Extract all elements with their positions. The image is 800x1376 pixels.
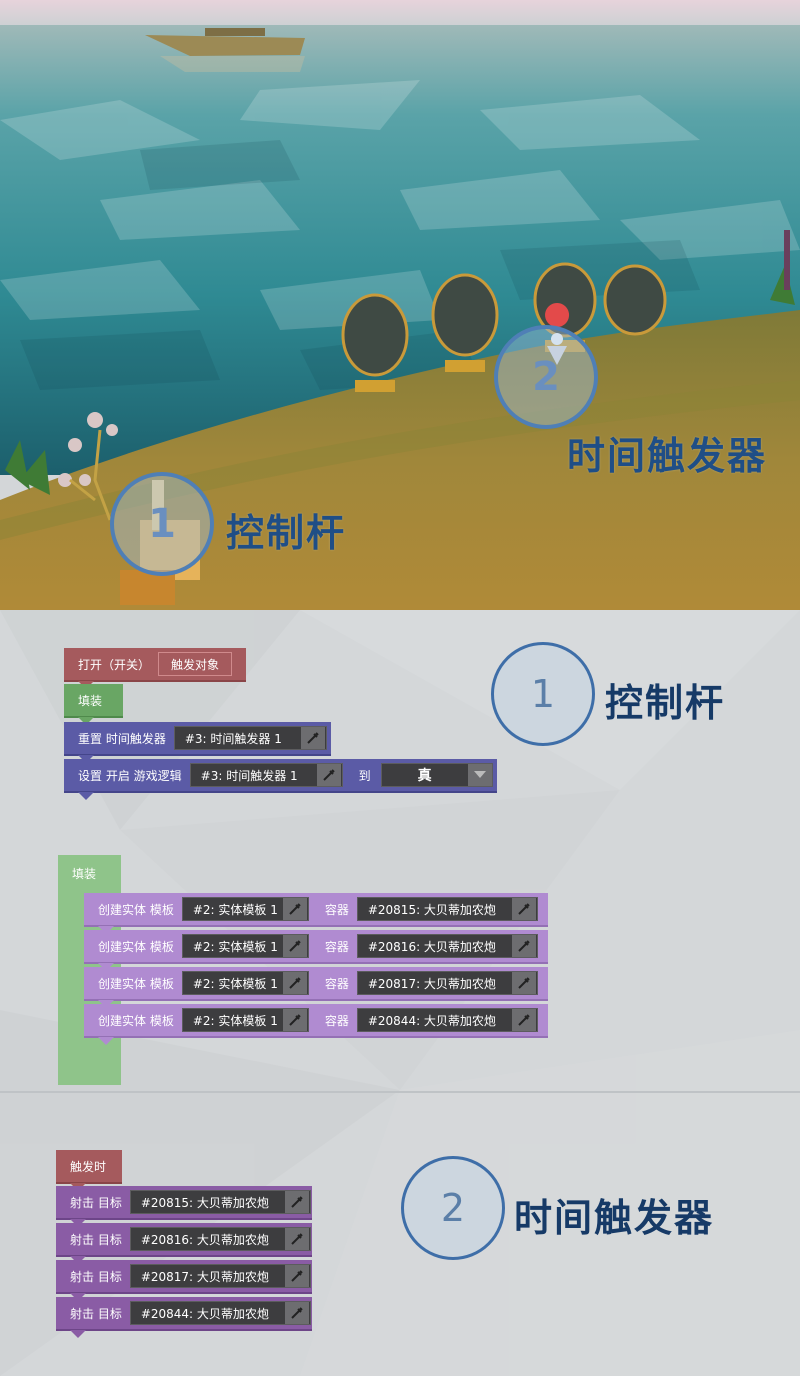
game-scene: 1 2 控制杆 时间触发器 xyxy=(0,0,800,610)
scene-marker-2-number: 2 xyxy=(532,354,560,400)
reset-timer-value: #3: 时间触发器 1 xyxy=(184,731,282,746)
section1-title: 控制杆 xyxy=(605,681,726,725)
section1-circle-number: 1 xyxy=(530,672,556,716)
template-field[interactable]: #2: 实体模板 1 xyxy=(181,934,309,958)
create-entity-label: 创建实体 模板 xyxy=(98,902,174,917)
fire-target-block[interactable]: 射击 目标 #20815: 大贝蒂加农炮 xyxy=(56,1186,312,1227)
template-value: #2: 实体模板 1 xyxy=(192,939,278,954)
eyedropper-icon[interactable] xyxy=(284,1302,309,1324)
fire-target-value: #20815: 大贝蒂加农炮 xyxy=(140,1195,269,1210)
on-trigger-block[interactable]: 触发时 xyxy=(56,1150,122,1191)
container-field[interactable]: #20844: 大贝蒂加农炮 xyxy=(356,1008,538,1032)
set-value-selected: 真 xyxy=(417,768,432,784)
container-label: 容器 xyxy=(324,939,349,954)
template-field[interactable]: #2: 实体模板 1 xyxy=(181,1008,309,1032)
create-entity-label: 创建实体 模板 xyxy=(98,1013,174,1028)
reset-timer-label: 重置 时间触发器 xyxy=(78,731,166,746)
fire-target-field[interactable]: #20844: 大贝蒂加农炮 xyxy=(129,1301,311,1325)
scene-marker-1-number: 1 xyxy=(148,501,176,547)
eyedropper-icon[interactable] xyxy=(284,1265,309,1287)
container-value: #20815: 大贝蒂加农炮 xyxy=(367,902,496,917)
scene-marker-2: 2 xyxy=(494,325,598,429)
template-field[interactable]: #2: 实体模板 1 xyxy=(181,971,309,995)
eyedropper-icon[interactable] xyxy=(511,972,536,994)
eyedropper-icon[interactable] xyxy=(300,727,325,749)
eyedropper-icon[interactable] xyxy=(511,1009,536,1031)
container-value: #20844: 大贝蒂加农炮 xyxy=(367,1013,496,1028)
ship xyxy=(145,28,305,56)
eyedropper-icon[interactable] xyxy=(511,898,536,920)
template-value: #2: 实体模板 1 xyxy=(192,902,278,917)
container-label: 容器 xyxy=(324,902,349,917)
fire-target-field[interactable]: #20817: 大贝蒂加农炮 xyxy=(129,1264,311,1288)
section2-circle-number: 2 xyxy=(440,1186,466,1230)
fire-target-block[interactable]: 射击 目标 #20844: 大贝蒂加农炮 xyxy=(56,1297,312,1338)
fire-target-block[interactable]: 射击 目标 #20817: 大贝蒂加农炮 xyxy=(56,1260,312,1301)
eyedropper-icon[interactable] xyxy=(316,764,341,786)
fire-target-field[interactable]: #20816: 大贝蒂加农炮 xyxy=(129,1227,311,1251)
fire-target-value: #20816: 大贝蒂加农炮 xyxy=(140,1232,269,1247)
create-entity-block[interactable]: 创建实体 模板 #2: 实体模板 1 容器 #20815: 大贝蒂加农炮 xyxy=(84,893,548,934)
on-trigger-label: 触发时 xyxy=(70,1159,107,1174)
template-field[interactable]: #2: 实体模板 1 xyxy=(181,897,309,921)
create-entity-block[interactable]: 创建实体 模板 #2: 实体模板 1 容器 #20816: 大贝蒂加农炮 xyxy=(84,930,548,971)
eyedropper-icon[interactable] xyxy=(282,898,307,920)
create-entity-block[interactable]: 创建实体 模板 #2: 实体模板 1 容器 #20844: 大贝蒂加农炮 xyxy=(84,1004,548,1045)
fire-target-field[interactable]: #20815: 大贝蒂加农炮 xyxy=(129,1190,311,1214)
eyedropper-icon[interactable] xyxy=(282,935,307,957)
set-game-logic-field[interactable]: #3: 时间触发器 1 xyxy=(189,763,343,787)
fire-target-label: 射击 目标 xyxy=(70,1306,122,1321)
scene-label-timer: 时间触发器 xyxy=(567,434,768,478)
section2-title: 时间触发器 xyxy=(514,1196,715,1240)
set-to-label: 到 xyxy=(358,768,371,783)
scene-marker-1: 1 xyxy=(110,472,214,576)
container-value: #20817: 大贝蒂加农炮 xyxy=(367,976,496,991)
section2-circle: 2 xyxy=(401,1156,505,1260)
fire-target-label: 射击 目标 xyxy=(70,1232,122,1247)
container-label: 容器 xyxy=(324,976,349,991)
fill-label-2: 填装 xyxy=(72,866,97,881)
section1-circle: 1 xyxy=(491,642,595,746)
create-entity-block[interactable]: 创建实体 模板 #2: 实体模板 1 容器 #20817: 大贝蒂加农炮 xyxy=(84,967,548,1008)
fill-label-1: 填装 xyxy=(78,693,103,708)
create-entity-label: 创建实体 模板 xyxy=(98,976,174,991)
fill-block-1[interactable]: 填装 xyxy=(64,684,123,725)
fire-target-value: #20844: 大贝蒂加农炮 xyxy=(140,1306,269,1321)
fire-target-block[interactable]: 射击 目标 #20816: 大贝蒂加农炮 xyxy=(56,1223,312,1264)
reset-timer-block[interactable]: 重置 时间触发器 #3: 时间触发器 1 xyxy=(64,722,331,763)
fire-target-label: 射击 目标 xyxy=(70,1269,122,1284)
template-value: #2: 实体模板 1 xyxy=(192,1013,278,1028)
fire-target-label: 射击 目标 xyxy=(70,1195,122,1210)
reset-timer-field[interactable]: #3: 时间触发器 1 xyxy=(173,726,327,750)
create-entity-label: 创建实体 模板 xyxy=(98,939,174,954)
set-game-logic-label: 设置 开启 游戏逻辑 xyxy=(78,768,182,783)
trigger-object-slot[interactable]: 触发对象 xyxy=(158,652,233,676)
container-field[interactable]: #20815: 大贝蒂加农炮 xyxy=(356,897,538,921)
container-field[interactable]: #20817: 大贝蒂加农炮 xyxy=(356,971,538,995)
eyedropper-icon[interactable] xyxy=(282,972,307,994)
dropdown-arrow-icon[interactable] xyxy=(467,764,492,786)
eyedropper-icon[interactable] xyxy=(284,1191,309,1213)
fire-target-value: #20817: 大贝蒂加农炮 xyxy=(140,1269,269,1284)
set-game-logic-block[interactable]: 设置 开启 游戏逻辑 #3: 时间触发器 1 到 真 xyxy=(64,759,497,800)
eyedropper-icon[interactable] xyxy=(284,1228,309,1250)
flowers xyxy=(58,412,118,487)
container-field[interactable]: #20816: 大贝蒂加农炮 xyxy=(356,934,538,958)
logic-panel: 1 控制杆 打开（开关） 触发对象 填装 重置 时间触发器 #3: 时间触发器 … xyxy=(0,610,800,1376)
trigger-object-label: 触发对象 xyxy=(171,657,220,672)
cannons xyxy=(341,262,667,377)
open-switch-label: 打开（开关） xyxy=(78,657,151,672)
container-label: 容器 xyxy=(324,1013,349,1028)
scene-label-lever: 控制杆 xyxy=(226,511,347,555)
template-value: #2: 实体模板 1 xyxy=(192,976,278,991)
fill-block-2[interactable]: 填装 xyxy=(58,855,113,900)
eyedropper-icon[interactable] xyxy=(511,935,536,957)
set-game-logic-value: #3: 时间触发器 1 xyxy=(200,768,298,783)
open-switch-block[interactable]: 打开（开关） 触发对象 xyxy=(64,648,246,689)
eyedropper-icon[interactable] xyxy=(282,1009,307,1031)
container-value: #20816: 大贝蒂加农炮 xyxy=(367,939,496,954)
set-value-dropdown[interactable]: 真 xyxy=(380,763,493,787)
